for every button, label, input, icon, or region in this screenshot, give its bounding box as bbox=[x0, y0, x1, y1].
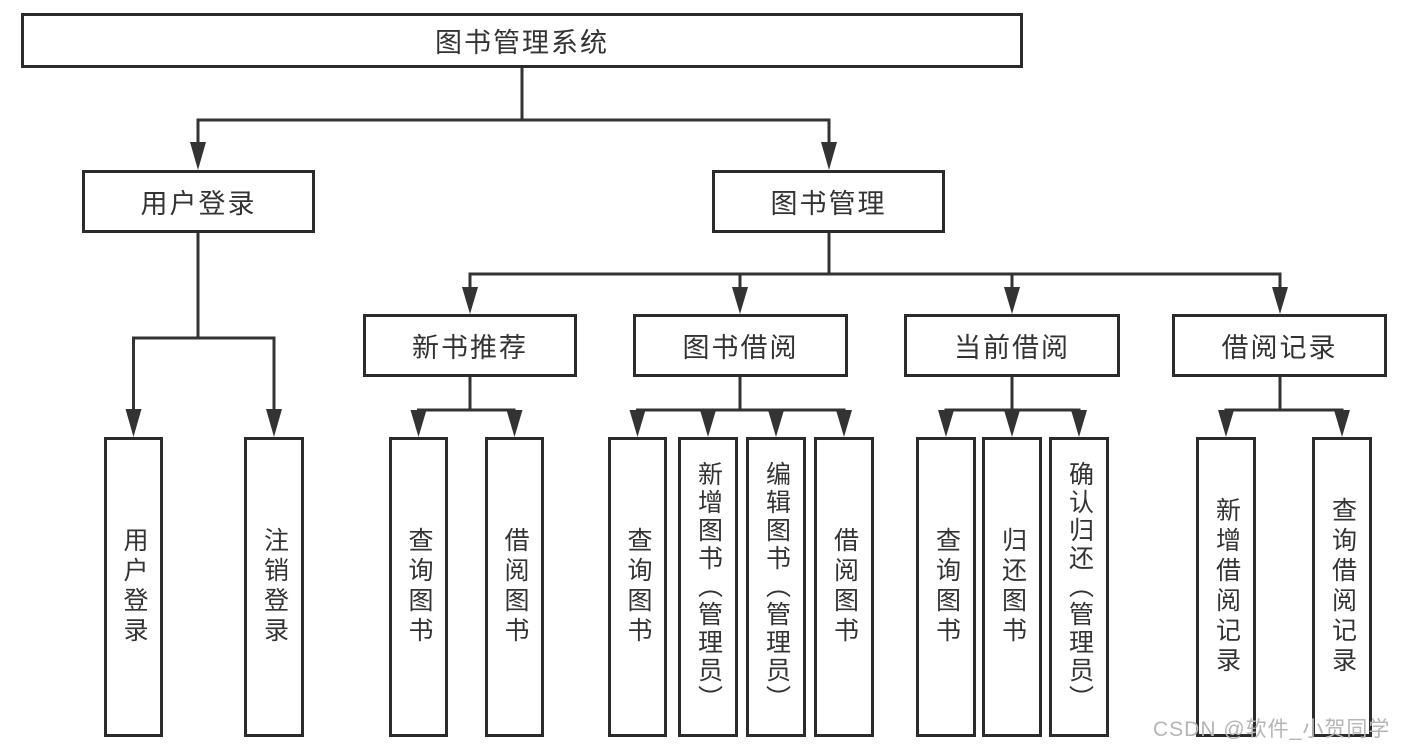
leaf-add-borrow-record: 新增借阅记录 bbox=[1196, 437, 1256, 737]
node-user-login: 用户登录 bbox=[82, 170, 315, 233]
node-book-borrowing: 图书借阅 bbox=[633, 314, 848, 377]
leaf-borrow-books: 借阅图书 bbox=[814, 437, 874, 737]
leaf-user-login: 用户登录 bbox=[104, 437, 163, 737]
leaf-add-books-admin: 新增图书（管理员） bbox=[678, 437, 738, 737]
leaf-query-borrow-record: 查询借阅记录 bbox=[1312, 437, 1372, 737]
leaf-return-books: 归还图书 bbox=[982, 437, 1042, 737]
leaf-confirm-return-admin: 确认归还（管理员） bbox=[1049, 437, 1109, 737]
node-root-system: 图书管理系统 bbox=[21, 13, 1023, 68]
node-borrowing-records: 借阅记录 bbox=[1172, 314, 1387, 377]
leaf-query-books-recommend: 查询图书 bbox=[389, 437, 448, 737]
leaf-query-books-borrow: 查询图书 bbox=[608, 437, 667, 737]
leaf-borrow-books-recommend: 借阅图书 bbox=[485, 437, 544, 737]
node-new-book-recommendation: 新书推荐 bbox=[363, 314, 577, 377]
node-book-management: 图书管理 bbox=[712, 170, 945, 233]
leaf-edit-books-admin: 编辑图书（管理员） bbox=[746, 437, 806, 737]
node-current-borrowing: 当前借阅 bbox=[904, 314, 1120, 377]
leaf-logout: 注销登录 bbox=[244, 437, 304, 737]
csdn-watermark: CSDN @软件_小贺同学 bbox=[1153, 718, 1391, 741]
leaf-query-books-current: 查询图书 bbox=[916, 437, 976, 737]
